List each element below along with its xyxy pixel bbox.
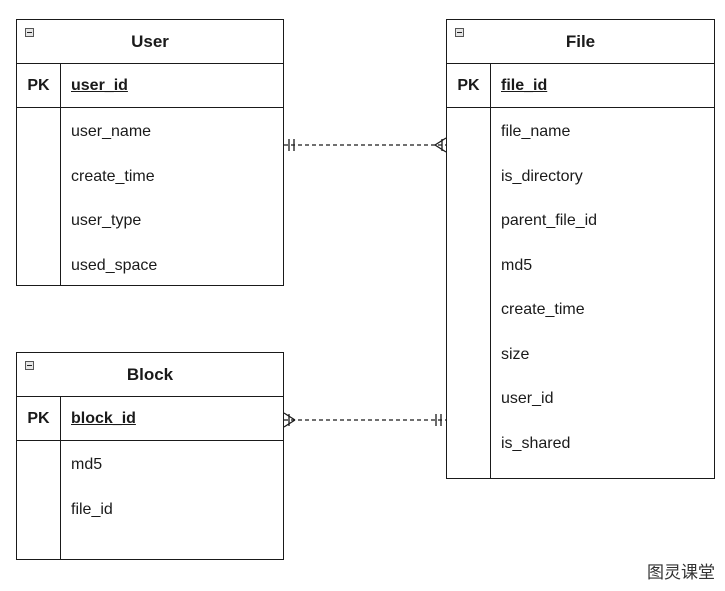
attribute: md5 bbox=[501, 256, 533, 274]
collapse-icon[interactable] bbox=[25, 361, 34, 370]
attribute: file_name bbox=[501, 123, 571, 141]
block-attributes: md5 file_id bbox=[17, 441, 283, 559]
user-pk-field: user_id bbox=[71, 76, 128, 94]
crow-foot-icon bbox=[434, 144, 447, 153]
attribute: user_name bbox=[71, 123, 152, 141]
pk-label: PK bbox=[447, 64, 491, 107]
file-entity[interactable]: File PK file_id file_name is_directory p… bbox=[446, 19, 715, 479]
attribute: create_time bbox=[501, 301, 585, 319]
user-entity-header: User bbox=[17, 20, 283, 64]
block-pk-field: block_id bbox=[71, 409, 136, 427]
collapse-icon[interactable] bbox=[25, 28, 34, 37]
block-entity[interactable]: Block PK block_id md5 file_id bbox=[16, 352, 284, 560]
block-file-relationship[interactable] bbox=[283, 412, 446, 428]
block-pk-row: PK block_id bbox=[17, 397, 283, 441]
watermark: 图灵课堂 bbox=[647, 563, 715, 583]
crow-foot-icon bbox=[434, 137, 447, 146]
collapse-icon[interactable] bbox=[455, 28, 464, 37]
attribute: file_id bbox=[71, 500, 113, 518]
user-attributes: user_name create_time user_type used_spa… bbox=[17, 108, 283, 285]
attribute: md5 bbox=[71, 456, 103, 474]
attr-gutter bbox=[447, 108, 491, 478]
attribute: create_time bbox=[71, 167, 155, 185]
attribute: user_type bbox=[71, 212, 142, 230]
attribute: user_id bbox=[501, 390, 554, 408]
pk-label: PK bbox=[17, 64, 61, 107]
pk-label: PK bbox=[17, 397, 61, 440]
user-file-relationship[interactable] bbox=[284, 137, 447, 153]
attr-gutter bbox=[17, 108, 61, 285]
file-pk-field: file_id bbox=[501, 76, 548, 94]
block-entity-title: Block bbox=[126, 364, 174, 384]
user-pk-row: PK user_id bbox=[17, 64, 283, 108]
file-entity-header: File bbox=[447, 20, 714, 64]
user-entity-title: User bbox=[131, 31, 169, 51]
file-attributes: file_name is_directory parent_file_id md… bbox=[447, 108, 714, 478]
attribute: is_directory bbox=[501, 167, 583, 185]
user-entity[interactable]: User PK user_id user_name create_time us… bbox=[16, 19, 284, 286]
attribute: is_shared bbox=[501, 434, 571, 452]
attr-gutter bbox=[17, 441, 61, 559]
attribute: used_space bbox=[71, 256, 158, 274]
attribute: parent_file_id bbox=[501, 212, 598, 230]
file-pk-row: PK file_id bbox=[447, 64, 714, 108]
block-entity-header: Block bbox=[17, 353, 283, 397]
attribute: size bbox=[501, 345, 530, 363]
file-entity-title: File bbox=[565, 31, 596, 51]
